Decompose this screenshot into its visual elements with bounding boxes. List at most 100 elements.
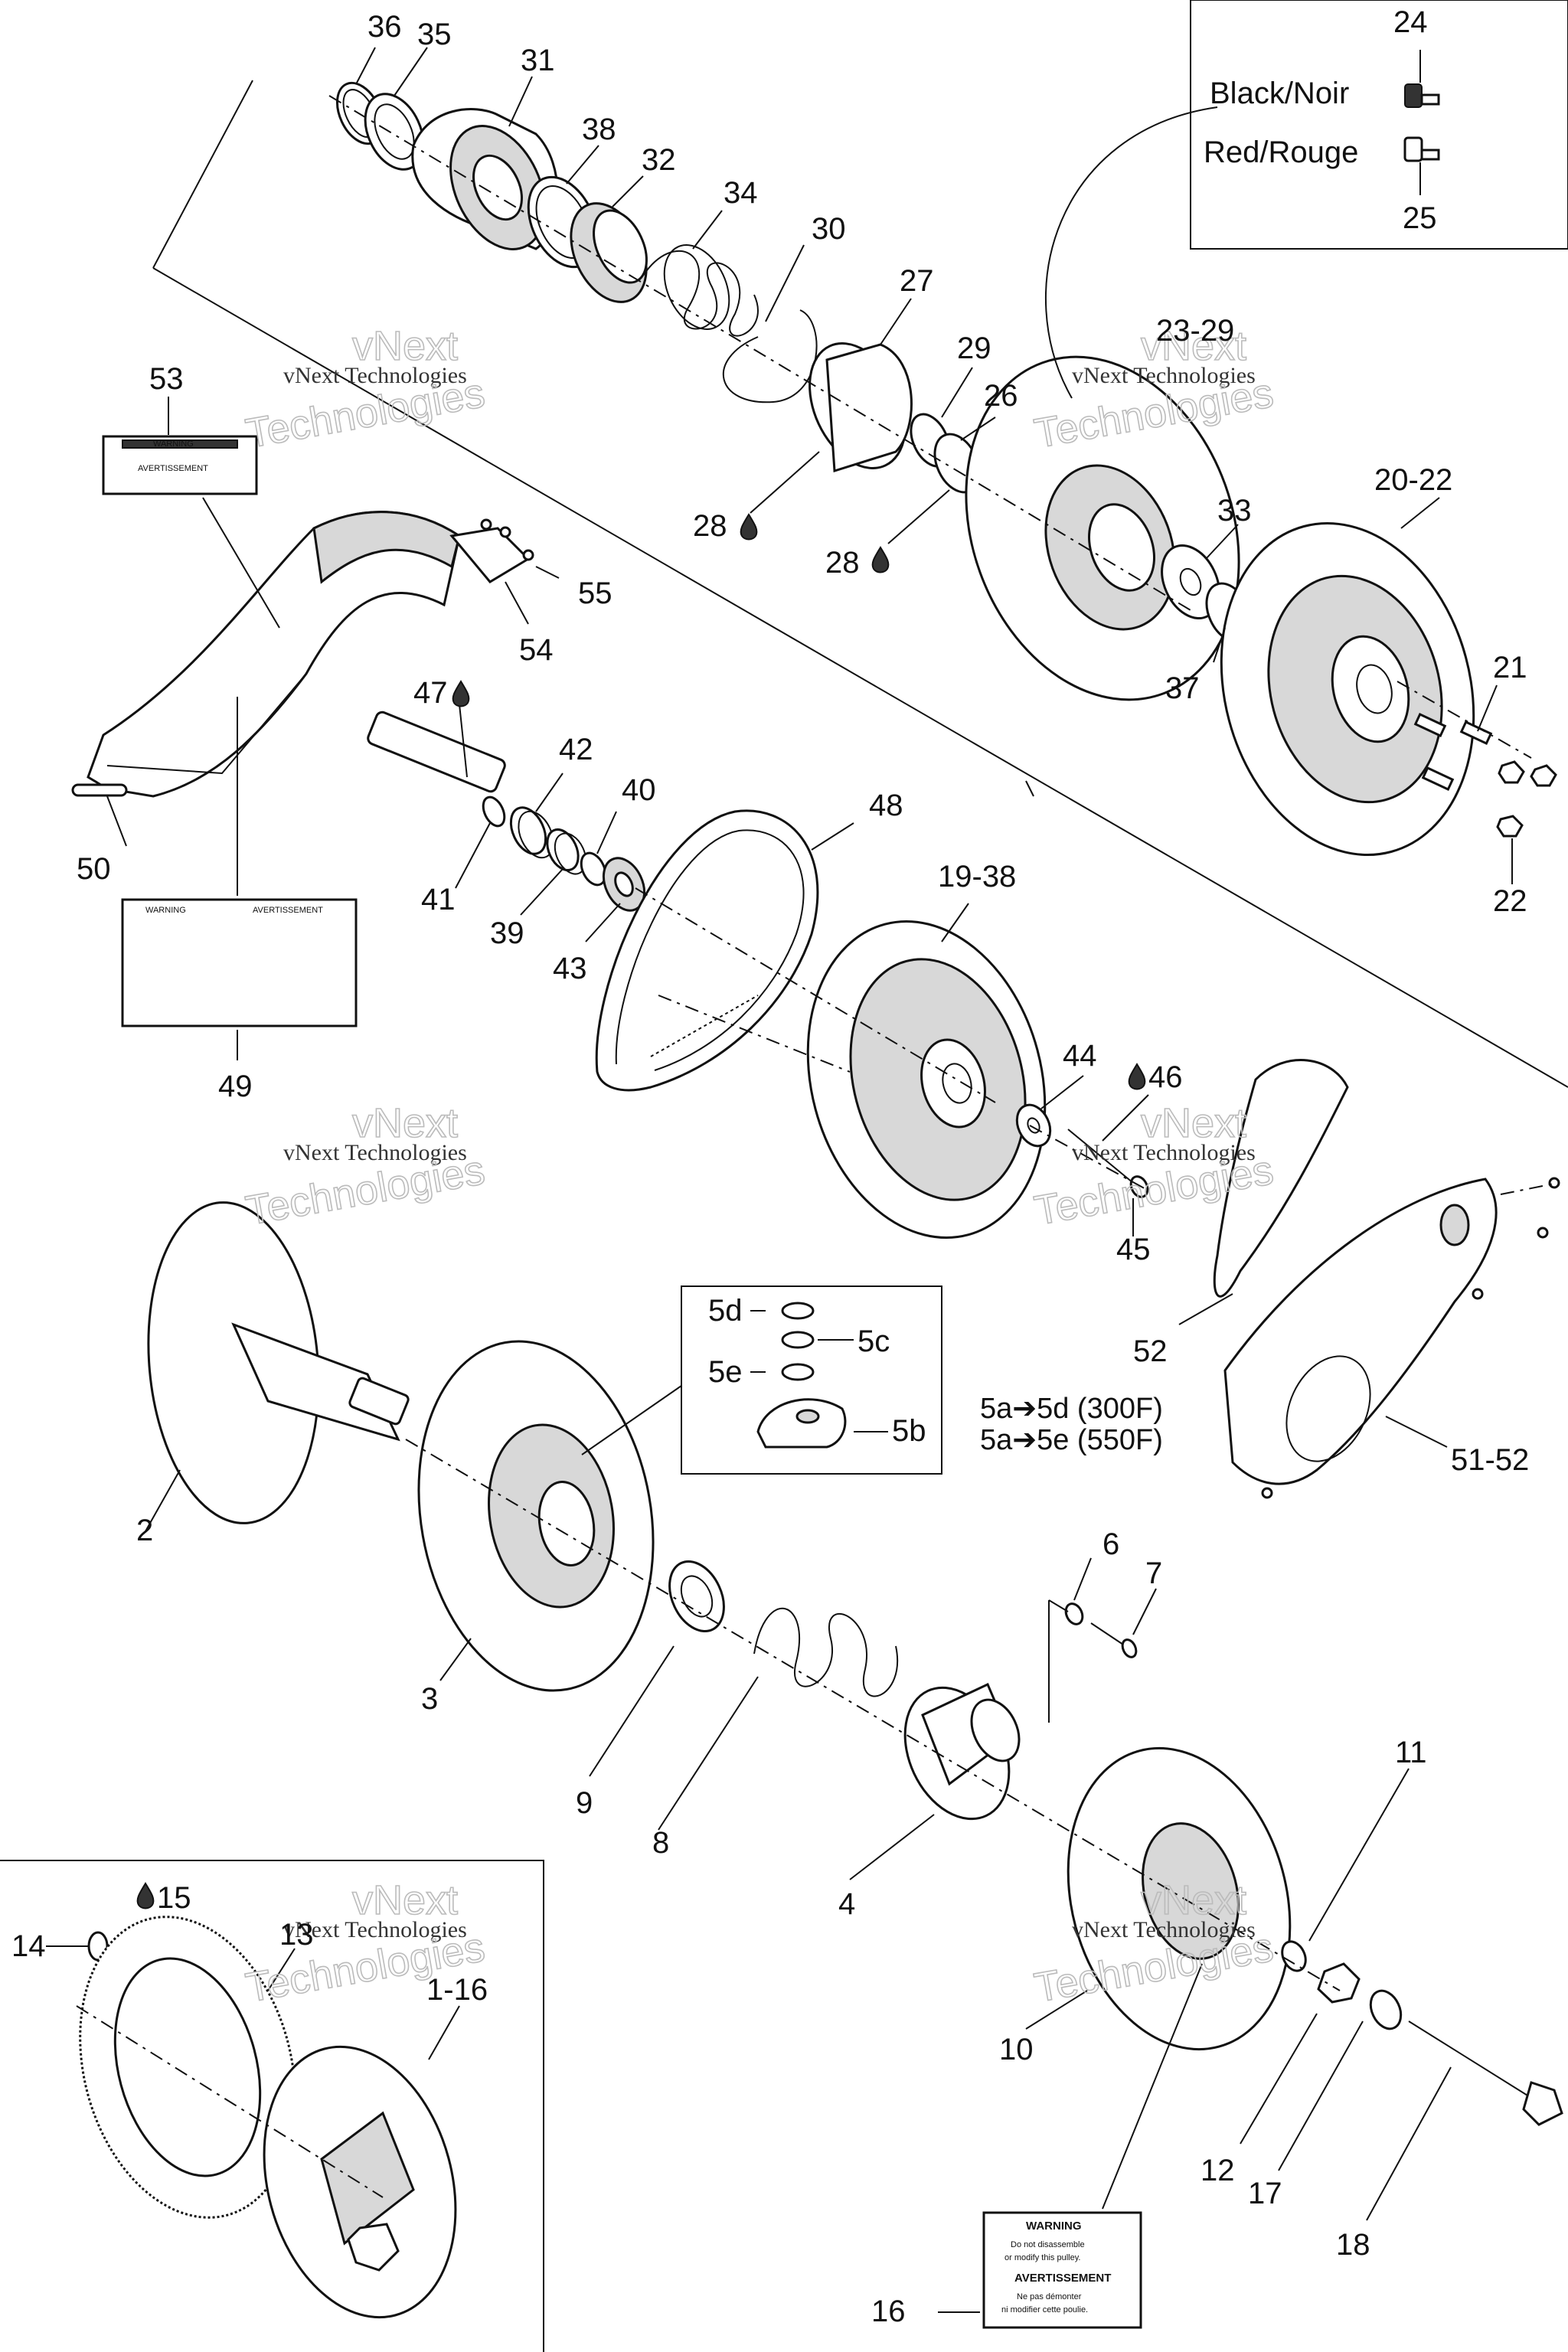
- label-54: 54: [519, 633, 554, 667]
- label-49: 49: [218, 1070, 253, 1103]
- washer-33[interactable]: [1151, 536, 1230, 627]
- ring-40[interactable]: [577, 849, 610, 889]
- label-19-38: 19-38: [938, 860, 1016, 893]
- label-36: 36: [368, 10, 402, 44]
- belt-guard-53[interactable]: [87, 511, 461, 798]
- decal-49-title2: AVERTISSEMENT: [253, 906, 323, 915]
- governor-cup-10[interactable]: [1036, 1723, 1322, 2075]
- connector-red-25[interactable]: [1403, 136, 1440, 162]
- sliding-half-23-29[interactable]: [920, 106, 1285, 738]
- decal-16: WARNING Do not disassemble or modify thi…: [938, 1963, 1203, 2329]
- label-8: 8: [652, 1826, 669, 1860]
- bracket-54[interactable]: [449, 527, 531, 583]
- legend-black-label: Black/Noir: [1210, 77, 1349, 110]
- guard-seal-52[interactable]: [1213, 1059, 1349, 1298]
- label-5b: 5b: [892, 1414, 926, 1448]
- part-5b[interactable]: [756, 1398, 847, 1449]
- spring-42[interactable]: [504, 802, 560, 864]
- drop-icon-28a: [740, 513, 758, 541]
- label-17: 17: [1248, 2177, 1282, 2210]
- spring-34[interactable]: [642, 234, 759, 339]
- decal-16-line2: or modify this pulley.: [1004, 2253, 1080, 2262]
- bushing-32[interactable]: [556, 191, 661, 314]
- decal-16-line3: Ne pas démonter: [1017, 2292, 1082, 2301]
- label-28b: 28: [825, 546, 860, 580]
- label-48: 48: [869, 789, 903, 822]
- driven-pulley-assembly-19-38[interactable]: [774, 894, 1079, 1264]
- decal-49: WARNING AVERTISSEMENT: [121, 697, 358, 1060]
- nut-22[interactable]: [1496, 760, 1557, 838]
- label-27: 27: [900, 264, 934, 298]
- label-13: 13: [279, 1918, 314, 1952]
- decal-16-line1: Do not disassemble: [1011, 2240, 1085, 2249]
- drive-belt-48[interactable]: [595, 809, 819, 1092]
- label-29: 29: [957, 332, 991, 365]
- bolt-18[interactable]: [1408, 2020, 1563, 2126]
- label-37: 37: [1165, 671, 1200, 705]
- decal-53-title: WARNING: [153, 439, 194, 449]
- label-53: 53: [149, 362, 184, 396]
- label-18: 18: [1336, 2228, 1370, 2262]
- drive-pulley-assembly-1-16[interactable]: [236, 2025, 485, 2339]
- part-5c[interactable]: [781, 1331, 815, 1349]
- ring-9[interactable]: [659, 1553, 735, 1640]
- ring-35[interactable]: [354, 85, 435, 179]
- label-16: 16: [871, 2295, 906, 2328]
- label-39: 39: [490, 916, 524, 950]
- cam-4[interactable]: [885, 1671, 1029, 1836]
- part-5d[interactable]: [781, 1302, 815, 1320]
- fixed-half-2[interactable]: [136, 1195, 410, 1530]
- label-5c: 5c: [858, 1325, 890, 1358]
- centerlines: [76, 95, 1559, 2198]
- screw-45[interactable]: [1067, 1129, 1151, 1200]
- svg-text:vNext Technologies: vNext Technologies: [283, 1140, 467, 1165]
- label-42: 42: [559, 733, 593, 766]
- label-26: 26: [984, 379, 1018, 413]
- ring-gear-13[interactable]: [48, 1893, 327, 2242]
- svg-text:vNext Technologies: vNext Technologies: [1072, 1917, 1256, 1942]
- shaft-47[interactable]: [366, 710, 506, 793]
- washer-43[interactable]: [596, 851, 652, 917]
- washer-6[interactable]: [1063, 1601, 1086, 1627]
- pin-21[interactable]: [1413, 713, 1493, 791]
- part-5-inset-items: [581, 1302, 888, 1455]
- hinge-50[interactable]: [71, 783, 128, 797]
- nut-12[interactable]: [1317, 1962, 1361, 2004]
- slider-shoe-27[interactable]: [791, 328, 924, 483]
- part-5e[interactable]: [781, 1363, 815, 1381]
- svg-text:vNext: vNext: [1141, 323, 1246, 369]
- svg-text:vNext: vNext: [352, 323, 458, 369]
- label-46: 46: [1148, 1060, 1183, 1094]
- spring-39[interactable]: [541, 825, 592, 879]
- lubricant-drop-icons: [136, 513, 1146, 1909]
- watermark-3: vNext vNext Technologies Technologies: [242, 1099, 488, 1234]
- label-11: 11: [1395, 1736, 1427, 1769]
- screw-55[interactable]: [480, 518, 534, 561]
- washer-44[interactable]: [1011, 1099, 1057, 1152]
- label-23-29: 23-29: [1156, 314, 1234, 348]
- circlip-30[interactable]: [722, 309, 818, 403]
- decal-53-title2: AVERTISSEMENT: [138, 464, 208, 473]
- svg-text:vNext: vNext: [352, 1877, 458, 1923]
- fixed-half-20-22[interactable]: [1186, 495, 1510, 884]
- label-5e: 5e: [708, 1355, 743, 1389]
- ring-41[interactable]: [479, 794, 509, 829]
- svg-text:vNext: vNext: [1141, 1877, 1246, 1923]
- label-21: 21: [1493, 651, 1527, 684]
- label-33: 33: [1217, 494, 1252, 528]
- label-44: 44: [1063, 1039, 1097, 1073]
- connector-legend-box: [1190, 0, 1568, 250]
- screw-7[interactable]: [1090, 1622, 1138, 1659]
- spring-8[interactable]: [753, 1607, 898, 1697]
- washer-11[interactable]: [1278, 1938, 1310, 1975]
- label-5d: 5d: [708, 1294, 743, 1328]
- decal-16-line4: ni modifier cette poulie.: [1001, 2305, 1088, 2314]
- label-15: 15: [157, 1881, 191, 1915]
- label-28a: 28: [693, 509, 727, 543]
- label-47: 47: [413, 676, 448, 710]
- legend-5-line2: 5a➔5e (550F): [980, 1424, 1163, 1456]
- pulley-guard-51-52[interactable]: [1223, 1177, 1560, 1499]
- washer-17[interactable]: [1365, 1986, 1407, 2034]
- connector-black-24[interactable]: [1404, 83, 1440, 108]
